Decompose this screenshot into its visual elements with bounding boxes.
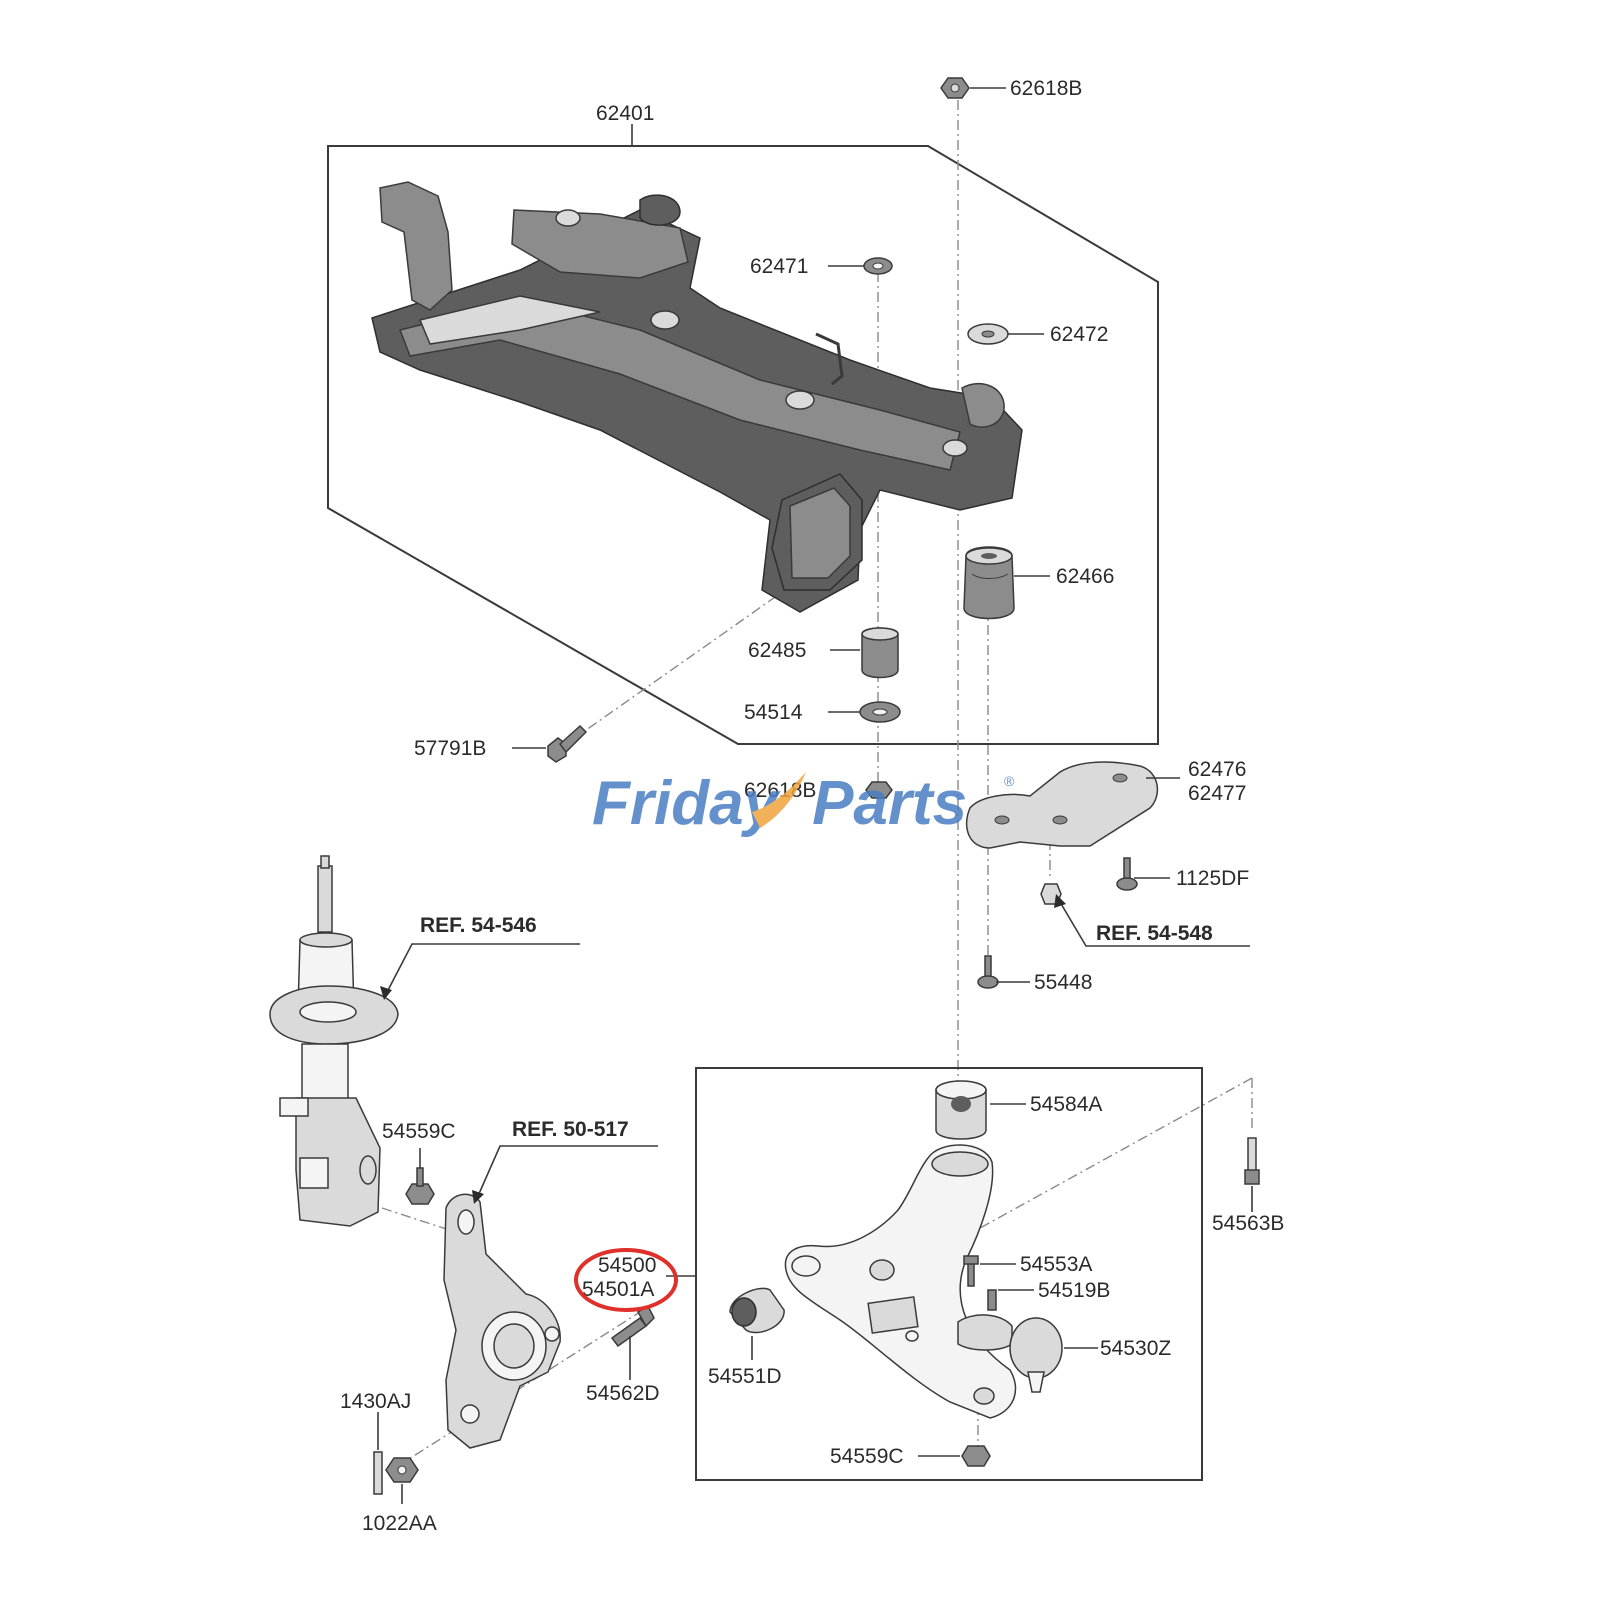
strut-illustration xyxy=(269,855,399,1227)
label-62466: 62466 xyxy=(1056,565,1114,588)
label-ref-50517: REF. 50-517 xyxy=(512,1118,629,1141)
arrow-ref-50517 xyxy=(472,1190,484,1204)
bushing-54584A xyxy=(935,1080,987,1140)
watermark-part2: Parts xyxy=(812,769,967,838)
watermark-registered-mark: ® xyxy=(1004,773,1015,789)
label-1430AJ: 1430AJ xyxy=(340,1390,411,1413)
bracket-62476-62477 xyxy=(965,761,1159,849)
nut-54559C-lower xyxy=(961,1445,991,1467)
arrow-ref-54546 xyxy=(380,986,392,1000)
arrow-ref-54548 xyxy=(1054,894,1066,908)
label-57791B: 57791B xyxy=(414,737,486,760)
label-54559C-upper: 54559C xyxy=(382,1120,456,1143)
label-54519B: 54519B xyxy=(1038,1279,1110,1302)
label-ref-54546: REF. 54-546 xyxy=(420,914,537,937)
label-ref-54548: REF. 54-548 xyxy=(1096,922,1213,945)
bolt-1430AJ xyxy=(373,1451,383,1495)
label-54551D: 54551D xyxy=(708,1365,782,1388)
bolt-54519B xyxy=(987,1289,997,1311)
nut-54559C-upper xyxy=(405,1167,435,1205)
washer-54514 xyxy=(859,701,901,723)
watermark-part1: Friday xyxy=(592,769,782,838)
nut-62618B-lower xyxy=(865,781,893,799)
nut-62618B-top xyxy=(940,77,970,99)
label-54584A: 54584A xyxy=(1030,1093,1102,1116)
highlight-circle-54501A xyxy=(574,1248,678,1312)
washer-62471 xyxy=(863,257,893,275)
label-55448: 55448 xyxy=(1034,971,1092,994)
label-1022AA: 1022AA xyxy=(362,1512,437,1535)
label-54500: 54500 xyxy=(598,1254,656,1277)
label-62401: 62401 xyxy=(596,102,654,125)
leader-lines xyxy=(377,87,1253,1504)
subframe-illustration xyxy=(371,181,1023,613)
label-62472: 62472 xyxy=(1050,323,1108,346)
subframe-group-frame xyxy=(327,145,1159,745)
label-54559C-lower: 54559C xyxy=(830,1445,904,1468)
label-62471: 62471 xyxy=(750,255,808,278)
lower-control-arm-illustration xyxy=(784,1144,1017,1419)
lower-arm-group-frame xyxy=(695,1067,1203,1481)
knuckle-illustration xyxy=(443,1193,561,1449)
label-62485: 62485 xyxy=(748,639,806,662)
bolt-55448 xyxy=(977,955,999,989)
bushing-62466 xyxy=(963,546,1015,620)
bolt-54562D xyxy=(610,1304,655,1348)
label-62476: 62476 xyxy=(1188,758,1246,781)
bolt-1125DF xyxy=(1116,857,1138,891)
watermark-logo: Friday Parts ® xyxy=(592,769,1015,838)
ball-joint-54530Z xyxy=(957,1314,1063,1393)
watermark-swoosh xyxy=(752,772,806,828)
washer-62472 xyxy=(967,323,1009,345)
bolt-54553A xyxy=(963,1255,979,1287)
nut-1022AA xyxy=(385,1457,419,1483)
bolt-57791B xyxy=(547,724,588,763)
label-62477: 62477 xyxy=(1188,782,1246,805)
bushing-54551D xyxy=(729,1287,785,1334)
label-54562D: 54562D xyxy=(586,1382,660,1405)
label-1125DF: 1125DF xyxy=(1176,867,1249,890)
label-62618B-top: 62618B xyxy=(1010,77,1082,100)
label-54530Z: 54530Z xyxy=(1100,1337,1171,1360)
label-54514: 54514 xyxy=(744,701,803,724)
label-54553A: 54553A xyxy=(1020,1253,1092,1276)
bushing-62485 xyxy=(861,627,899,679)
bolt-54563B xyxy=(1244,1137,1260,1185)
label-54563B: 54563B xyxy=(1212,1212,1284,1235)
label-54501A: 54501A xyxy=(582,1278,654,1301)
